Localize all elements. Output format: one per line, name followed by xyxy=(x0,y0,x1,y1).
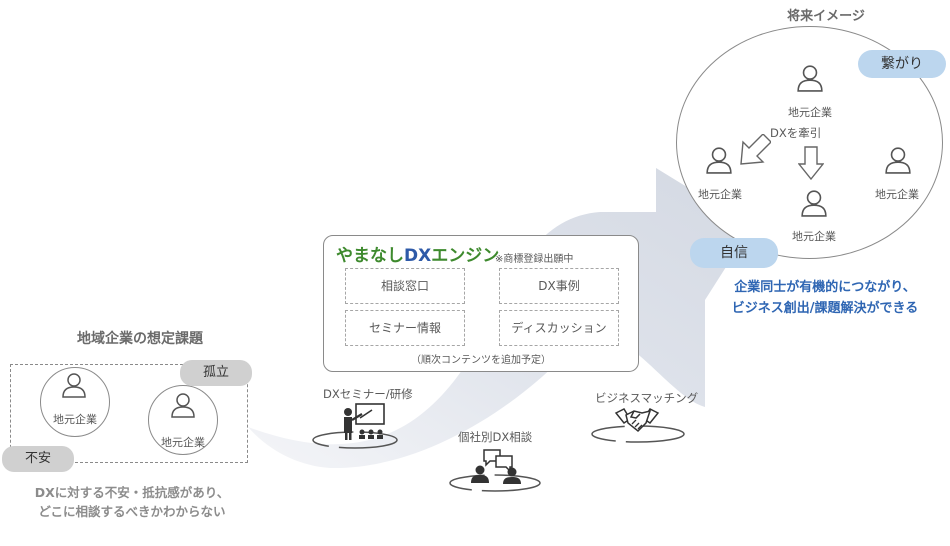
discussion-icon xyxy=(471,449,521,484)
connection-tag: 繋がり xyxy=(858,50,946,78)
trademark-note: ※商標登録出願中 xyxy=(495,254,574,265)
dx-engine-title: やまなしDXエンジン xyxy=(336,241,499,266)
person-icon xyxy=(801,190,827,217)
company-circle-a xyxy=(40,367,110,437)
person-icon xyxy=(797,65,823,92)
company-label-a: 地元企業 xyxy=(53,413,97,426)
future-company-right: 地元企業 xyxy=(875,188,919,201)
step-consult-label: 個社別DX相談 xyxy=(458,430,533,444)
anxiety-tag: 不安 xyxy=(2,446,74,472)
company-circle-b xyxy=(148,385,218,455)
person-icon xyxy=(171,393,195,418)
handshake-icon xyxy=(614,408,660,433)
service-dx-cases: DX事例 xyxy=(499,268,619,304)
dx-engine-title-part3: エンジン xyxy=(431,246,500,266)
step-matching-label: ビジネスマッチング xyxy=(595,391,699,405)
lead-dx-label: DXを牽引 xyxy=(770,126,822,140)
future-section-title: 将来イメージ xyxy=(787,9,865,24)
left-section-title: 地域企業の想定課題 xyxy=(77,331,203,347)
current-issues-note-line1: DXに対する不安・抵抗感があり、 xyxy=(34,485,230,500)
service-consultation-desk: 相談窓口 xyxy=(345,268,465,304)
confidence-tag: 自信 xyxy=(690,238,778,268)
step-seminar-label: DXセミナー/研修 xyxy=(323,387,413,401)
dx-engine-title-part2: DX xyxy=(404,246,432,266)
presentation-icon xyxy=(344,403,385,440)
current-issues-note: DXに対する不安・抵抗感があり、 どこに相談するべきかわからない xyxy=(14,483,250,521)
future-company-center: 地元企業 xyxy=(792,230,836,243)
person-icon xyxy=(885,147,911,174)
future-company-left: 地元企業 xyxy=(698,188,742,201)
company-label-b: 地元企業 xyxy=(161,436,205,449)
arrow-down-icon xyxy=(798,146,824,180)
future-company-top: 地元企業 xyxy=(788,106,832,119)
current-issues-box xyxy=(10,364,248,463)
service-discussion: ディスカッション xyxy=(499,310,619,346)
future-note-line2: ビジネス創出/課題解決ができる xyxy=(731,301,919,316)
isolation-tag: 孤立 xyxy=(180,360,252,386)
dx-engine-footer: （順次コンテンツを追加予定） xyxy=(411,355,551,366)
dx-engine-title-part1: やまなし xyxy=(336,246,404,266)
person-icon xyxy=(62,373,86,398)
current-issues-note-line2: どこに相談するべきかわからない xyxy=(38,504,226,519)
arrow-down-left-icon xyxy=(740,134,771,165)
person-icon xyxy=(706,147,732,174)
consult-platform xyxy=(449,474,541,492)
future-note: 企業同士が有機的につながり、 ビジネス創出/課題解決ができる xyxy=(700,277,950,319)
service-seminar-info: セミナー情報 xyxy=(345,310,465,346)
seminar-platform xyxy=(312,431,398,449)
future-note-line1: 企業同士が有機的につながり、 xyxy=(734,280,916,295)
